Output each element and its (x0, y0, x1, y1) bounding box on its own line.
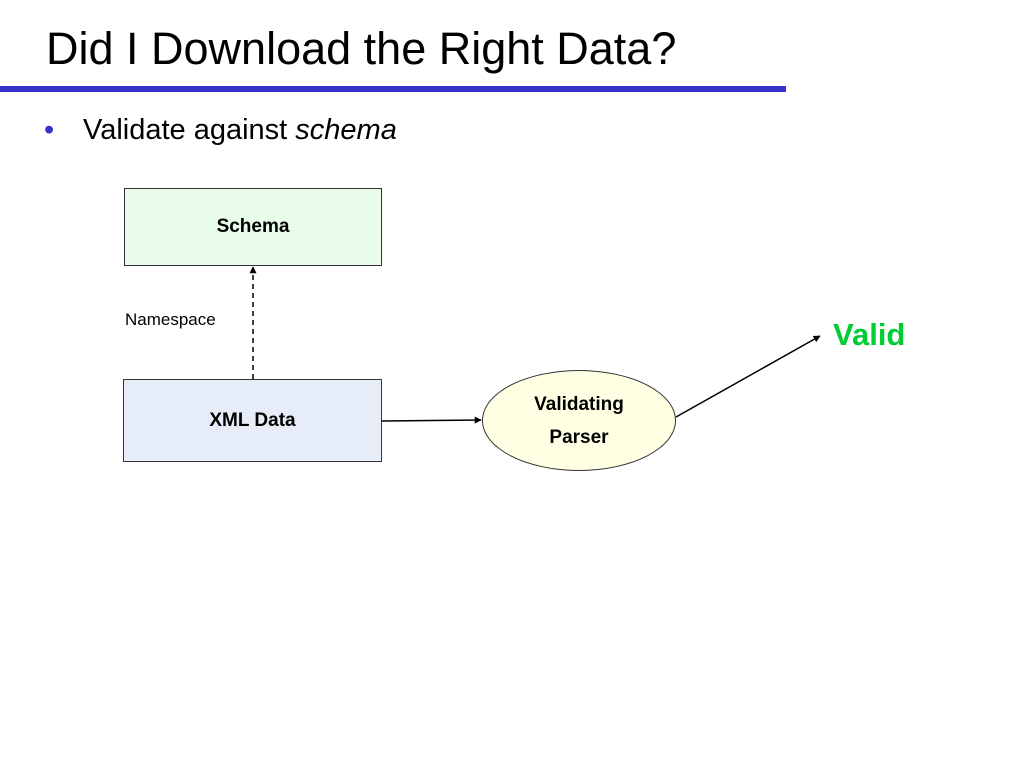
valid-result-label: Valid (833, 317, 906, 352)
bullet-marker: • (44, 114, 55, 146)
validating-parser-node: Validating Parser (482, 370, 676, 471)
bullet-item: • Validate against schema (44, 110, 397, 150)
xml-to-parser-arrow (381, 416, 482, 424)
xml-data-box: XML Data (123, 379, 382, 462)
slide-title: Did I Download the Right Data? (46, 23, 677, 74)
xml-data-label: XML Data (209, 409, 296, 431)
title-rule (0, 86, 786, 92)
namespace-label: Namespace (125, 310, 216, 329)
schema-box: Schema (124, 188, 382, 266)
parser-to-valid-arrow (675, 335, 821, 418)
bullet-emphasis: schema (295, 114, 397, 146)
schema-label: Schema (216, 216, 290, 237)
parser-label-line1: Validating (534, 393, 624, 415)
bullet-text: Validate against (83, 114, 288, 146)
parser-label-line2: Parser (549, 426, 609, 448)
